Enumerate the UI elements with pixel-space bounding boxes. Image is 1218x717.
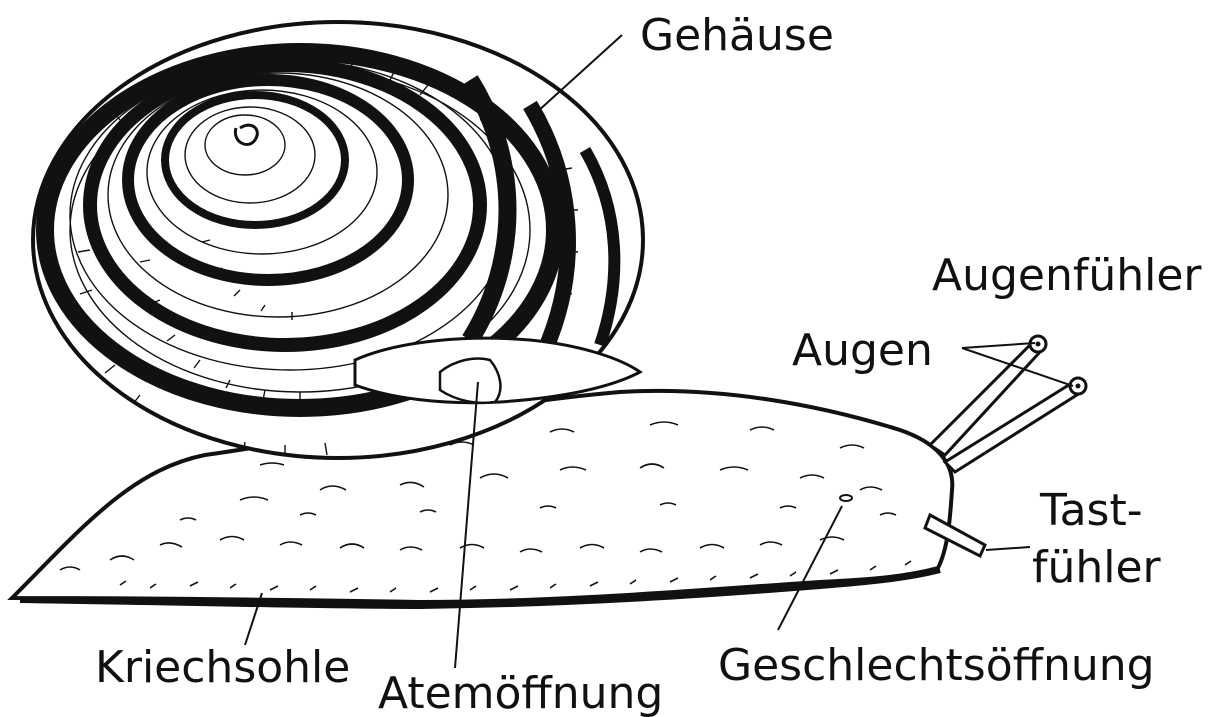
leader-augen-upper: [962, 343, 1035, 348]
leader-tastfuehler: [986, 547, 1030, 550]
label-augenfuehler: Augenfühler: [932, 250, 1202, 301]
label-kriechsohle: Kriechsohle: [95, 642, 350, 693]
label-atemoeffnung: Atemöffnung: [378, 668, 663, 717]
leader-augen-lower: [962, 348, 1073, 386]
label-gehaeuse: Gehäuse: [640, 10, 834, 61]
snail-shell: [33, 22, 643, 458]
label-fuehler: fühler: [1032, 542, 1162, 593]
label-augen: Augen: [792, 325, 933, 376]
label-geschlechtsoeffnung: Geschlechtsöffnung: [718, 640, 1155, 691]
label-tast: Tast-: [1039, 485, 1143, 536]
leader-gehaeuse: [537, 35, 622, 112]
breathing-pore: [440, 359, 500, 403]
